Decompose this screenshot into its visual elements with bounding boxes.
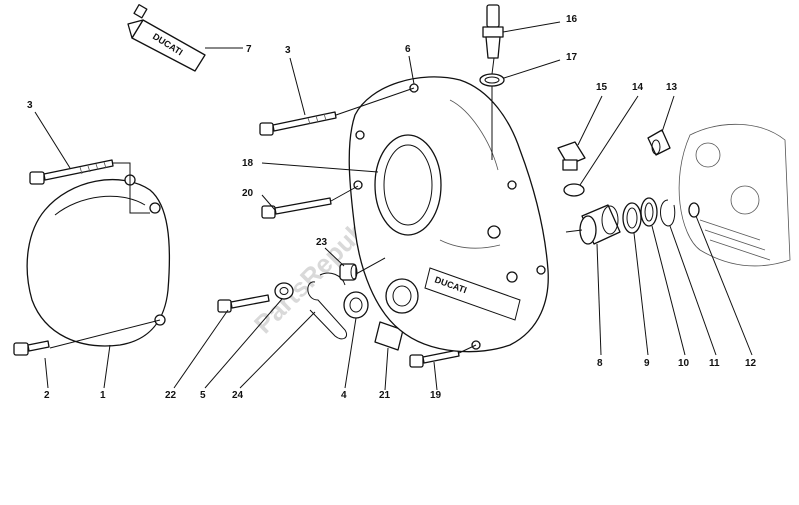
- callout-7: 7: [246, 44, 252, 55]
- filler-plug-part: [557, 141, 586, 171]
- engine-cover-part: DUCATI: [348, 76, 549, 353]
- callout-3-top: 3: [285, 45, 291, 56]
- bushing-13-part: [647, 129, 671, 156]
- callout-23: 23: [316, 237, 328, 248]
- callout-20: 20: [242, 188, 254, 199]
- crankcase-fragment-part: [678, 123, 791, 267]
- callout-2: 2: [44, 390, 50, 401]
- gasket-part: [374, 321, 404, 351]
- oil-seal-part: [343, 291, 369, 319]
- callout-18: 18: [242, 158, 254, 169]
- callout-11: 11: [709, 358, 720, 369]
- callout-12: 12: [745, 358, 757, 369]
- bolt-20-part: [261, 197, 332, 219]
- callout-8: 8: [597, 358, 603, 369]
- ring-9-part: [622, 202, 642, 234]
- callout-1: 1: [100, 390, 106, 401]
- callout-labels: 1 2 3 3 4 5 6 7 8 9 10 11 12 13 14 15 16…: [27, 14, 757, 401]
- bolt-left-part: [29, 159, 114, 185]
- callout-22: 22: [165, 390, 177, 401]
- spacer-sleeve-part: [579, 204, 621, 245]
- bolt-22-part: [217, 294, 270, 313]
- callout-24: 24: [232, 390, 244, 401]
- oring-12-part: [688, 202, 700, 218]
- oil-sensor-part: [482, 4, 504, 59]
- clutch-cover-part: [26, 174, 171, 347]
- bolt-top-part: [259, 111, 337, 136]
- bushing-23-part: [339, 263, 358, 281]
- grease-tube-part: DUCATI: [127, 4, 206, 72]
- callout-4: 4: [341, 390, 347, 401]
- callout-16: 16: [566, 14, 578, 25]
- bolt-19-part: [409, 349, 460, 368]
- callout-13: 13: [666, 82, 678, 93]
- callout-3-left: 3: [27, 100, 33, 111]
- callout-15: 15: [596, 82, 608, 93]
- washer-part: [274, 282, 294, 300]
- ring-10-part: [640, 197, 658, 227]
- callout-17: 17: [566, 52, 578, 63]
- callout-6: 6: [405, 44, 411, 55]
- callout-14: 14: [632, 82, 644, 93]
- oring-17-part: [479, 73, 505, 87]
- callout-5: 5: [200, 390, 206, 401]
- callout-10: 10: [678, 358, 690, 369]
- callout-21: 21: [379, 390, 391, 401]
- oring-14-part: [563, 183, 585, 197]
- callout-9: 9: [644, 358, 650, 369]
- circlip-part: [660, 199, 676, 227]
- bolt-small-part: [13, 340, 50, 356]
- callout-19: 19: [430, 390, 442, 401]
- clip-part: [307, 272, 348, 340]
- leader-lines: [34, 21, 753, 391]
